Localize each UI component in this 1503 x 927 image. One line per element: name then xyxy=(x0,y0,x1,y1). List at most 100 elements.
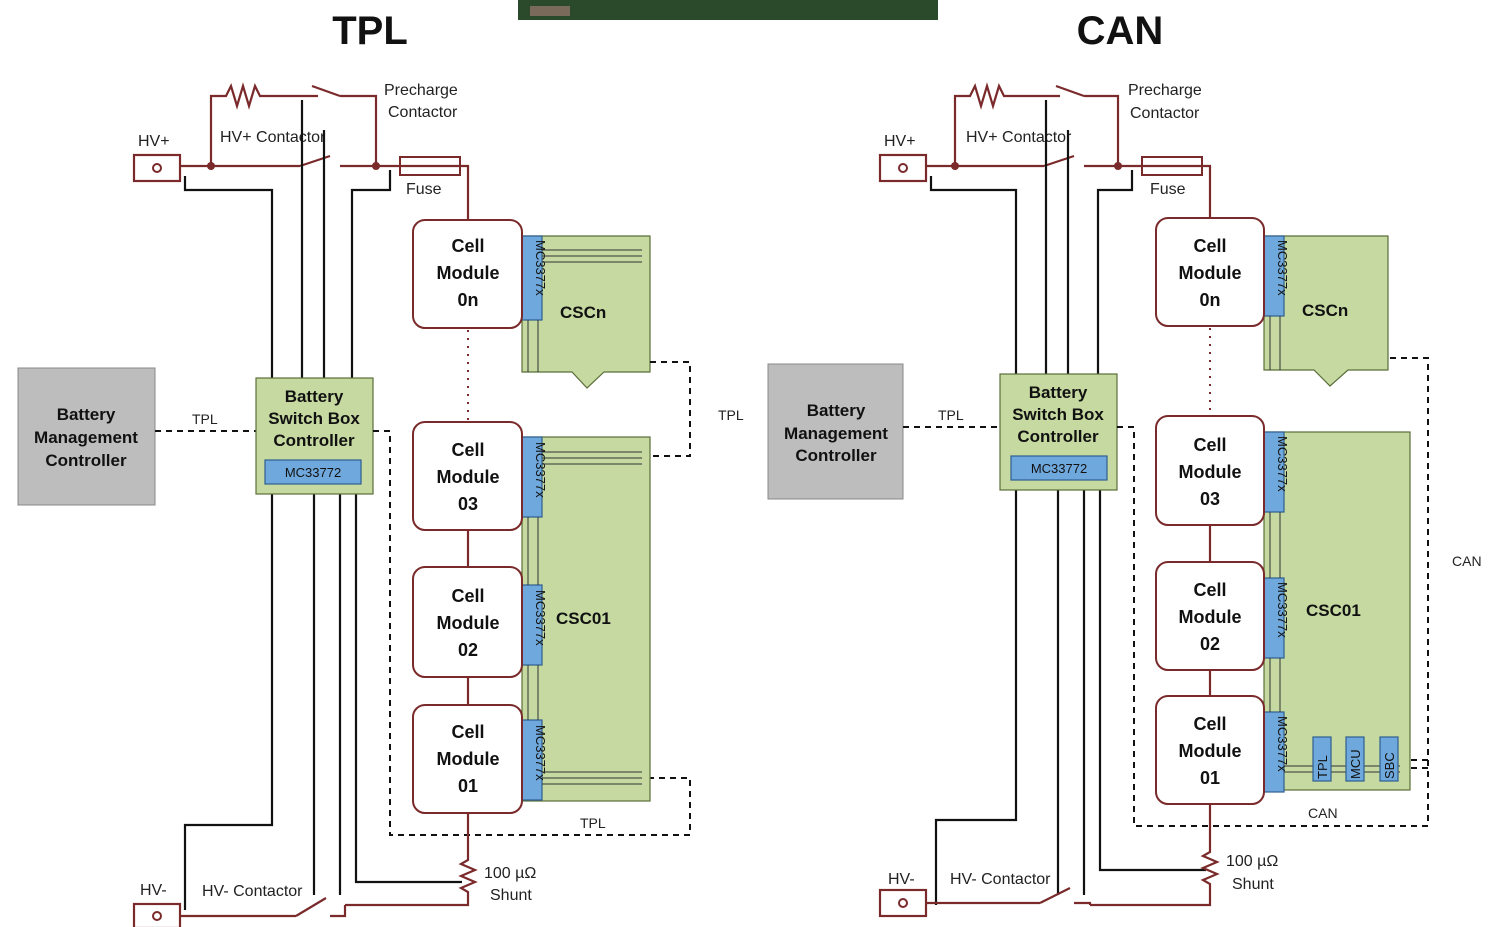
can-side-label: CAN xyxy=(1452,553,1482,569)
hv-minus-contactor-label: HV- Contactor xyxy=(202,883,303,900)
cell-label: Module xyxy=(437,263,500,283)
tpl-daisy-link xyxy=(650,361,691,457)
hv-plus-contactor-switch xyxy=(299,154,331,168)
bus-lines xyxy=(542,451,642,785)
cell-label: Module xyxy=(1179,607,1242,627)
terminal-icon xyxy=(152,163,162,173)
shunt-label-2: Shunt xyxy=(1232,876,1274,893)
cell-label: Cell xyxy=(1193,236,1226,256)
shunt-label-2: Shunt xyxy=(490,887,532,904)
board-photo-detail xyxy=(530,6,570,16)
cell-label: 02 xyxy=(1200,634,1220,654)
precharge-line xyxy=(1084,94,1120,166)
cscn-board xyxy=(521,235,651,389)
bmc-label-1: Battery xyxy=(807,401,866,420)
sbc-chip xyxy=(1379,736,1399,782)
mc3377x-label: MC3377x xyxy=(533,590,548,646)
cell-label: 0n xyxy=(457,290,478,310)
precharge-label-1: Precharge xyxy=(384,82,458,99)
precharge-resistor xyxy=(209,82,318,166)
hv-plus-contactor-label: HV+ Contactor xyxy=(966,129,1072,146)
can-bottom-label: CAN xyxy=(1308,805,1338,821)
cell-label: Module xyxy=(437,749,500,769)
mcu-chip-label: MCU xyxy=(1348,749,1363,779)
tpl-link-label: TPL xyxy=(938,407,964,423)
sense-wire xyxy=(934,490,1018,905)
cell-label: 0n xyxy=(1199,290,1220,310)
hv-minus-terminal xyxy=(132,902,182,927)
tpl-link-label: TPL xyxy=(192,411,218,427)
cell-label: 01 xyxy=(458,776,478,796)
cell-label: Module xyxy=(437,613,500,633)
hv-minus-contactor-label: HV- Contactor xyxy=(950,871,1051,888)
cell-label: 01 xyxy=(1200,768,1220,788)
cell-label: 03 xyxy=(458,494,478,514)
power-line xyxy=(460,164,470,220)
mc3377x-label: MC3377x xyxy=(533,240,548,296)
bmc-label-3: Controller xyxy=(45,451,127,470)
cell-label: 02 xyxy=(458,640,478,660)
cell-module-0n: Cell Module 0n xyxy=(1155,217,1265,327)
bsbc-label-3: Controller xyxy=(1017,427,1099,446)
precharge-line xyxy=(340,94,378,166)
hv-minus-label: HV- xyxy=(140,882,167,899)
mc33772-label: MC33772 xyxy=(285,465,341,480)
cell-module-01: Cell Module 01 xyxy=(412,704,523,814)
tpl-diagram: TPL HV+ Precharge Contactor HV+ Contacto… xyxy=(17,9,744,927)
fuse-label: Fuse xyxy=(1150,181,1186,198)
csc01-board xyxy=(521,436,651,802)
cell-module-0n: Cell Module 0n xyxy=(412,219,523,329)
bus-lines xyxy=(527,320,539,372)
bsbc-label-3: Controller xyxy=(273,431,355,450)
mc3377x-label: MC3377x xyxy=(1275,716,1290,772)
mc3377x-label: MC3377x xyxy=(533,725,548,781)
cell-module-03: Cell Module 03 xyxy=(1155,415,1265,526)
sense-wire xyxy=(354,490,462,884)
hv-plus-label: HV+ xyxy=(884,133,916,150)
hv-plus-label: HV+ xyxy=(138,133,170,150)
mc3377x-label: MC3377x xyxy=(1275,240,1290,296)
power-line xyxy=(330,905,347,918)
precharge-label-1: Precharge xyxy=(1128,82,1202,99)
sense-wire xyxy=(1098,490,1206,872)
cell-label: Cell xyxy=(451,722,484,742)
power-line xyxy=(1074,901,1092,905)
hv-minus-terminal xyxy=(878,888,928,918)
cell-label: Module xyxy=(1179,263,1242,283)
tpl-mid-label: TPL xyxy=(718,407,744,423)
cscn-board xyxy=(1263,235,1389,387)
terminal-icon xyxy=(898,163,908,173)
bsbc-label-1: Battery xyxy=(285,387,344,406)
cell-label: 03 xyxy=(1200,489,1220,509)
tpl-chip xyxy=(1312,736,1332,782)
terminal-icon xyxy=(898,898,908,908)
hv-minus-label: HV- xyxy=(888,871,915,888)
cell-label: Cell xyxy=(451,236,484,256)
mc3377x-label: MC3377x xyxy=(533,442,548,498)
hv-plus-terminal xyxy=(132,153,182,183)
mc33772-chip xyxy=(1010,455,1108,481)
board-photo-strip xyxy=(518,0,938,20)
cell-label: Cell xyxy=(1193,580,1226,600)
shunt-label-1: 100 µΩ xyxy=(1226,853,1278,870)
tpl-chip-label: TPL xyxy=(1315,755,1330,779)
sense-wire xyxy=(183,176,274,380)
bmc-label-2: Management xyxy=(784,424,888,443)
battery-management-controller xyxy=(767,363,904,500)
bus-lines xyxy=(1269,316,1281,370)
tpl-title: TPL xyxy=(332,9,408,53)
cell-label: Cell xyxy=(451,586,484,606)
sense-wire xyxy=(929,176,1018,375)
bsbc-label-2: Switch Box xyxy=(1012,405,1104,424)
precharge-resistor xyxy=(953,82,1060,166)
mc33772-label: MC33772 xyxy=(1031,461,1087,476)
cscn-label: CSCn xyxy=(1302,301,1348,320)
can-bus-loop xyxy=(1117,357,1429,827)
precharge-contactor-switch xyxy=(311,84,341,98)
mcu-chip xyxy=(1345,736,1365,782)
hv-plus-terminal xyxy=(878,153,928,183)
shunt-resistor xyxy=(345,813,478,907)
csc01-board xyxy=(1263,431,1411,791)
shunt-resistor xyxy=(1090,804,1220,907)
